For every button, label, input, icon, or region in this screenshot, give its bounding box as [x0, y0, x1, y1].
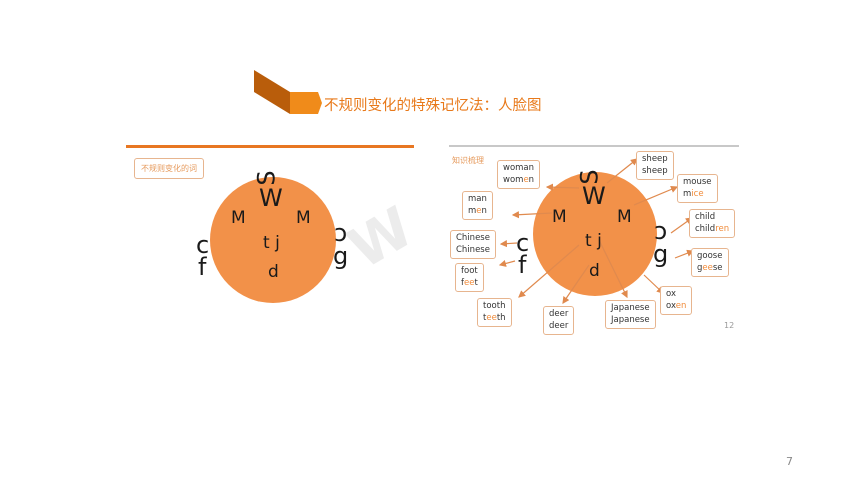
left-hair-mid: W [259, 184, 283, 212]
left-face-circle [210, 177, 336, 303]
right-panel: 知识梳理 12 S W M M t j d c f c [449, 145, 739, 335]
word-plural: men [468, 205, 487, 216]
right-ear-left-bottom: f [518, 251, 527, 279]
left-eye-right: M [296, 208, 311, 228]
word-card-japanese: Japanese Japanese [605, 300, 656, 329]
word-card-man: man men [462, 191, 493, 220]
right-nose: t j [585, 231, 602, 251]
left-ear-right-bottom: g [333, 242, 349, 270]
left-ear-left-bottom: f [198, 253, 207, 281]
word-card-tooth: tooth teeth [477, 298, 512, 327]
left-nose: t j [263, 233, 280, 253]
right-face-circle [533, 172, 657, 296]
right-arrows [498, 158, 695, 304]
right-ear-right-bottom: g [653, 240, 669, 268]
word-singular: Japanese [611, 303, 650, 313]
right-eye-left: M [552, 207, 567, 227]
page-number: 7 [786, 455, 793, 468]
word-singular: sheep [642, 154, 668, 164]
word-plural: women [503, 174, 535, 185]
word-card-deer: deer deer [543, 306, 575, 335]
word-singular: mouse [683, 177, 712, 187]
word-plural: Chinese [456, 244, 490, 255]
word-plural: feet [461, 277, 478, 288]
word-card-goose: goose geese [691, 248, 729, 277]
word-singular: Chinese [456, 233, 490, 243]
slide-title: 不规则变化的特殊记忆法：人脸图 [324, 98, 542, 114]
word-plural: oxen [666, 300, 687, 311]
title-banner-icon [254, 70, 322, 114]
word-plural: deer [549, 320, 569, 331]
word-singular: woman [503, 163, 535, 173]
left-panel-topbar [126, 145, 414, 148]
left-panel: 不规则变化的词 S W M M t j d c f c g [126, 145, 414, 305]
left-ear-left-top: c [196, 231, 210, 259]
word-singular: deer [549, 309, 569, 319]
word-singular: foot [461, 266, 478, 276]
right-panel-tag: 知识梳理 [452, 156, 484, 165]
word-plural: Japanese [611, 314, 650, 325]
right-mouth: d [589, 261, 600, 281]
word-singular: ox [666, 289, 676, 299]
word-card-ox: ox oxen [660, 286, 693, 315]
right-hair-mid: W [582, 182, 606, 210]
word-card-chinese: Chinese Chinese [450, 230, 496, 259]
word-plural: sheep [642, 165, 668, 176]
left-panel-tag: 不规则变化的词 [134, 158, 204, 179]
right-eye-right: M [617, 207, 632, 227]
word-singular: child [695, 212, 716, 222]
right-panel-topbar [449, 145, 739, 147]
word-plural: mice [683, 188, 704, 199]
right-panel-page-hint: 12 [724, 321, 735, 330]
word-singular: tooth [483, 301, 506, 311]
word-plural: children [695, 223, 730, 234]
word-plural: geese [697, 262, 723, 273]
word-plural: teeth [483, 312, 506, 323]
word-card-mouse: mouse mice [677, 174, 718, 203]
left-eye-left: M [231, 208, 246, 228]
left-tag-text: 不规则变化的词 [141, 164, 197, 173]
word-card-child: child children [689, 209, 736, 238]
word-singular: goose [697, 251, 723, 261]
word-singular: man [468, 194, 487, 204]
word-card-foot: foot feet [455, 263, 484, 292]
right-ear-left-top: c [516, 229, 530, 257]
left-mouth: d [268, 262, 279, 282]
word-card-woman: woman women [497, 160, 541, 189]
word-card-sheep: sheep sheep [636, 151, 674, 180]
